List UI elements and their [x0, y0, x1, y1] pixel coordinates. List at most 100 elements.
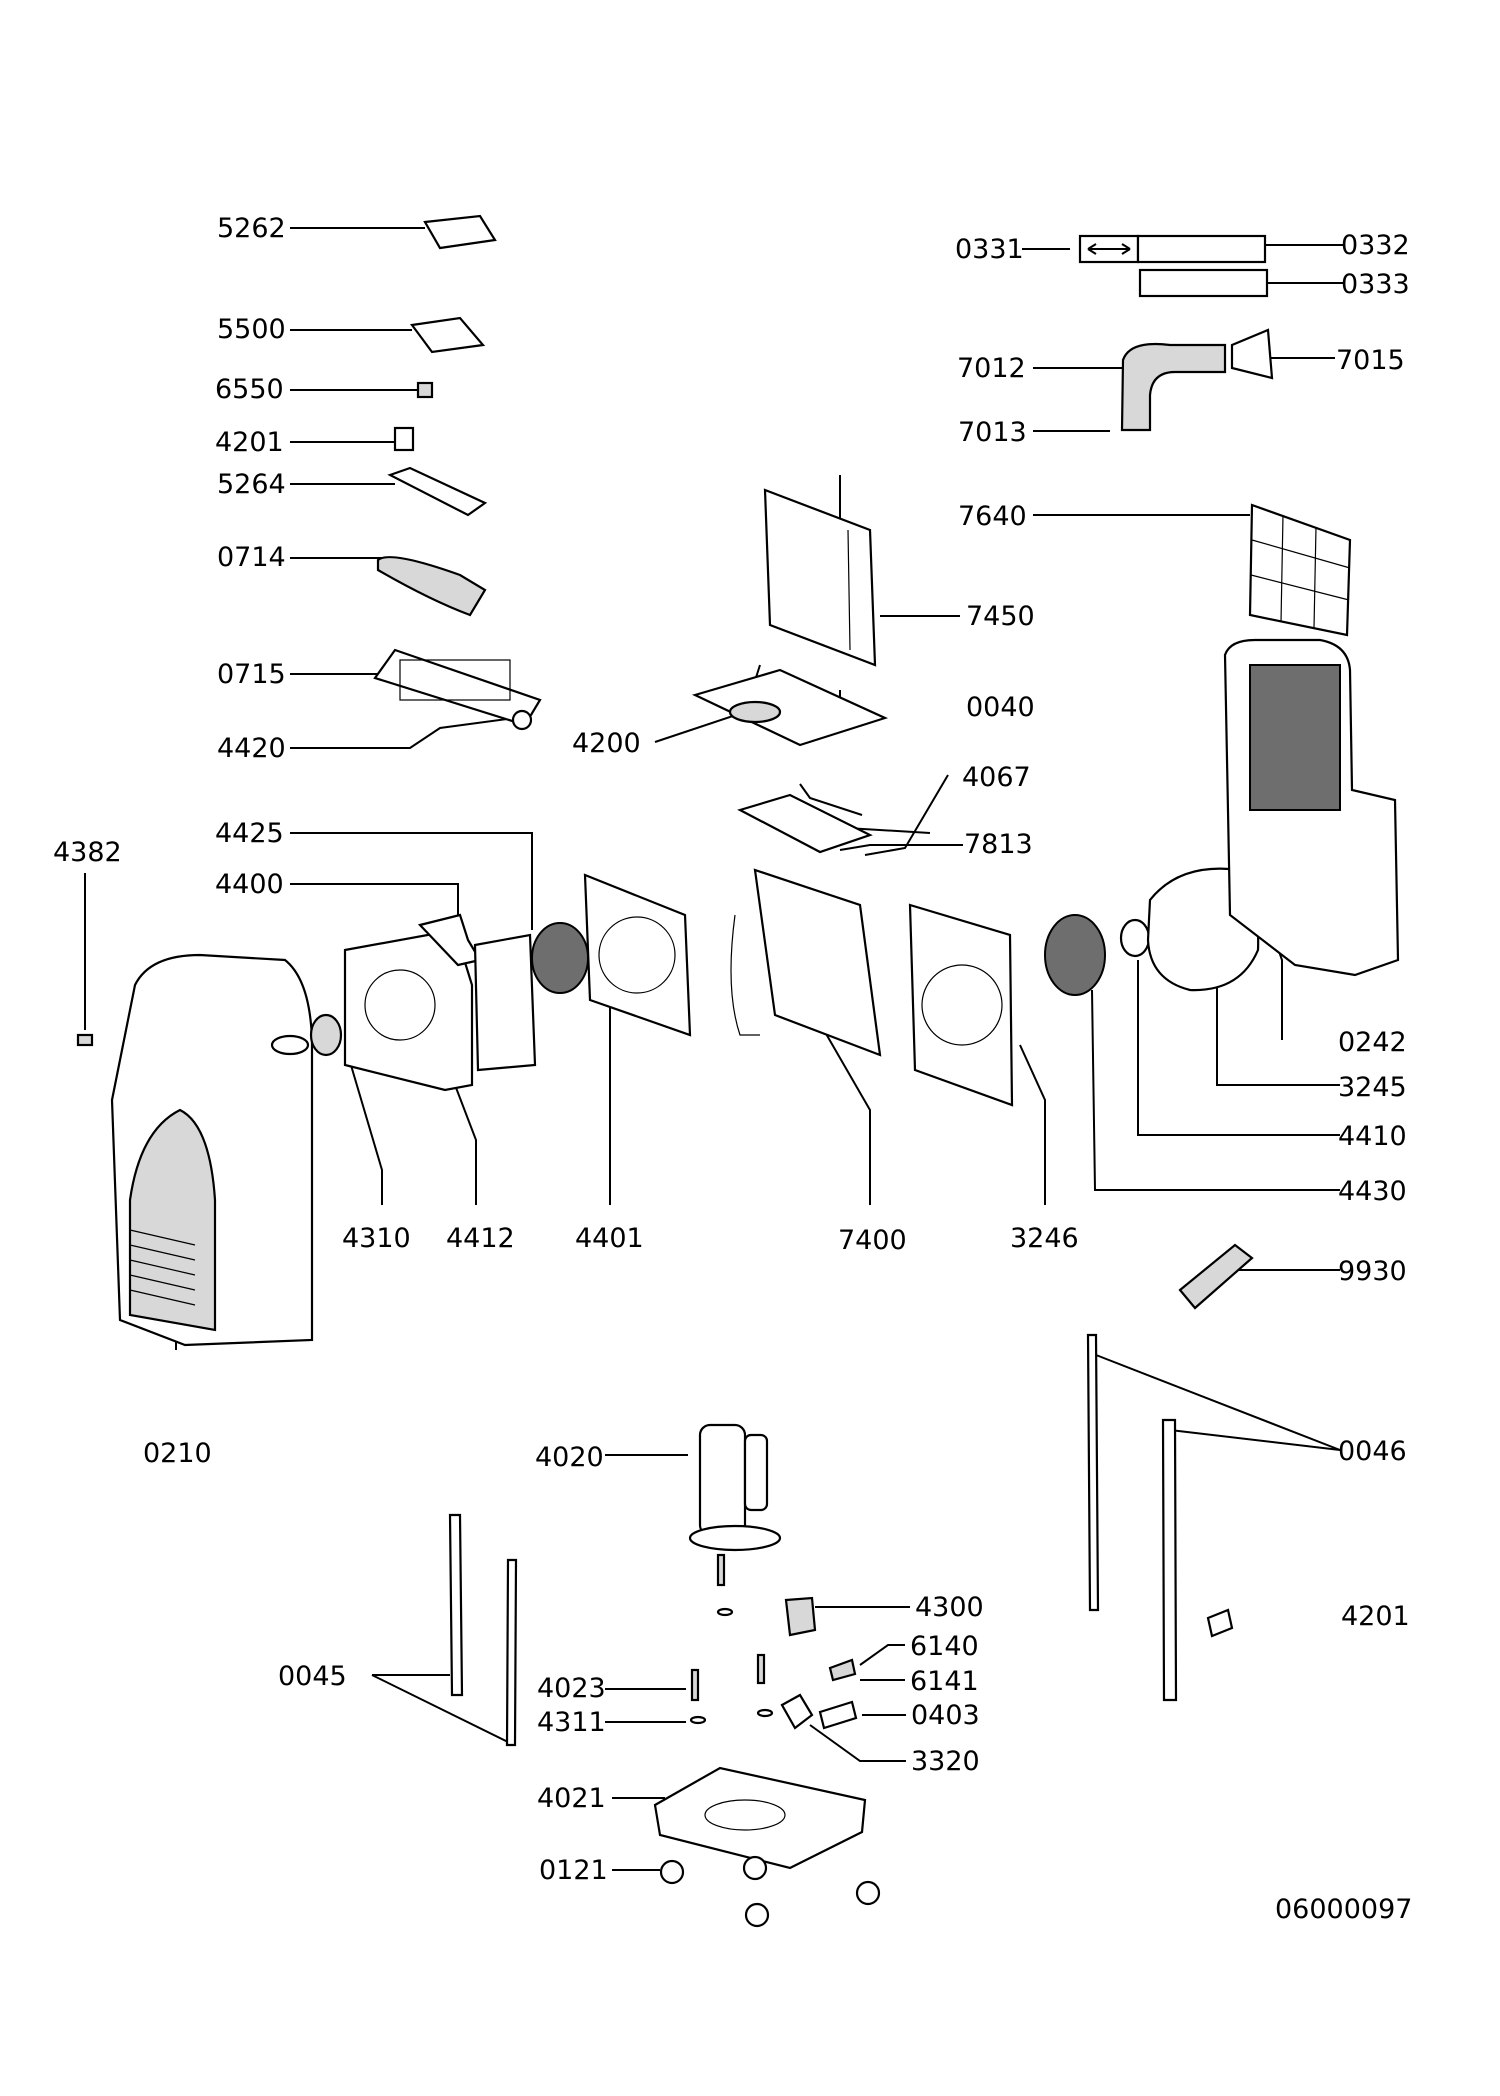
label-6140: 6140 — [910, 1631, 979, 1662]
label-7813: 7813 — [964, 829, 1033, 860]
part-7640-filter — [1248, 503, 1352, 637]
part-0714-cover — [376, 556, 487, 617]
label-4400: 4400 — [215, 869, 284, 900]
part-4425-impeller — [531, 922, 589, 994]
part-4023-pin — [716, 1553, 726, 1587]
part-4310-motor — [309, 1013, 343, 1057]
label-4067: 4067 — [962, 762, 1031, 793]
part-6550-clip — [416, 381, 434, 399]
part-0715-tray — [373, 648, 542, 727]
part-7400-evaporator — [753, 868, 882, 1057]
label-6141: 6141 — [910, 1666, 979, 1697]
part-0045-rail-left — [448, 1513, 464, 1697]
label-0403: 0403 — [911, 1700, 980, 1731]
label-4382: 4382 — [53, 837, 122, 868]
part-4412-cross-opening — [364, 969, 436, 1041]
label-7013: 7013 — [958, 417, 1027, 448]
part-0331-arrow — [1087, 243, 1131, 255]
drawing-number: 06000097 — [1275, 1894, 1412, 1925]
part-4425-impeller-box — [473, 933, 537, 1072]
part-0715-detail — [399, 659, 511, 701]
label-0045: 0045 — [278, 1661, 347, 1692]
label-4410: 4410 — [1338, 1121, 1407, 1152]
label-7012: 7012 — [957, 353, 1026, 384]
part-4311-washer — [689, 1715, 707, 1725]
part-0121-caster-4 — [855, 1880, 881, 1906]
label-7015: 7015 — [1336, 345, 1405, 376]
label-4020: 4020 — [535, 1442, 604, 1473]
label-7450: 7450 — [966, 601, 1035, 632]
part-7640-filter-grid — [1250, 514, 1351, 629]
part-4401-plate — [583, 873, 692, 1037]
part-4382-clip — [76, 1033, 94, 1047]
label-3320: 3320 — [911, 1746, 980, 1777]
label-4430: 4430 — [1338, 1176, 1407, 1207]
part-4410-motor — [1119, 918, 1151, 958]
part-4430-fan-wheel — [1044, 914, 1106, 996]
label-4311: 4311 — [537, 1707, 606, 1738]
label-4300: 4300 — [915, 1592, 984, 1623]
label-0040: 0040 — [966, 692, 1035, 723]
label-3246: 3246 — [1010, 1223, 1079, 1254]
part-4420-motor — [511, 709, 533, 731]
label-0121: 0121 — [539, 1855, 608, 1886]
part-4021-base-pan — [653, 1766, 867, 1870]
part-washer — [716, 1607, 734, 1617]
part-7450-coils — [847, 529, 851, 651]
part-4021-recess — [704, 1799, 786, 1831]
label-5262: 5262 — [217, 213, 286, 244]
part-4023-pin-b — [690, 1668, 700, 1702]
part-4311-washer-b — [756, 1708, 774, 1718]
label-0333: 0333 — [1341, 269, 1410, 300]
label-5264: 5264 — [217, 469, 286, 500]
part-0242-mesh — [1249, 664, 1341, 811]
part-labels: 5262 5500 6550 4201 5264 0714 0715 4420 … — [53, 213, 1412, 1925]
part-4020-base — [688, 1524, 782, 1552]
part-7400-pipe-loop — [730, 914, 760, 1036]
part-0046-rail-left — [1086, 1333, 1100, 1612]
part-4200-sensor — [728, 700, 782, 724]
label-4201-bottom: 4201 — [1341, 1601, 1410, 1632]
label-4425: 4425 — [215, 818, 284, 849]
part-0403-terminal — [818, 1700, 858, 1730]
label-4420: 4420 — [217, 733, 286, 764]
part-0332-window-slider — [1136, 234, 1267, 264]
label-0242: 0242 — [1338, 1027, 1407, 1058]
part-0210-grille — [129, 1229, 196, 1306]
part-4020-compressor — [698, 1423, 747, 1537]
label-4401: 4401 — [575, 1223, 644, 1254]
label-4021: 4021 — [537, 1783, 606, 1814]
label-4310: 4310 — [342, 1223, 411, 1254]
label-4412: 4412 — [446, 1223, 515, 1254]
label-9930: 9930 — [1338, 1256, 1407, 1287]
part-0333-window-slider — [1138, 268, 1269, 298]
part-7012-hose — [1120, 342, 1227, 432]
label-0715: 0715 — [217, 659, 286, 690]
part-9930-remote — [1178, 1243, 1254, 1310]
label-0714: 0714 — [217, 542, 286, 573]
part-0121-caster-3 — [744, 1902, 770, 1928]
label-7400: 7400 — [838, 1225, 907, 1256]
label-4201-top: 4201 — [215, 427, 284, 458]
part-3246-opening — [921, 964, 1003, 1046]
part-0121-caster-1 — [659, 1859, 685, 1885]
part-3246-fan-shroud — [908, 903, 1014, 1107]
label-0046: 0046 — [1338, 1436, 1407, 1467]
part-4020-accumulator — [743, 1433, 769, 1512]
part-0040-drip-tray — [691, 668, 889, 747]
label-0332: 0332 — [1341, 230, 1410, 261]
part-7015-nozzle — [1230, 328, 1274, 380]
part-5264-pcb — [387, 466, 488, 517]
part-5500-bracket — [410, 316, 486, 354]
part-5262-bracket — [423, 214, 497, 250]
part-0045-rail-right — [505, 1558, 518, 1747]
part-4023-pin-c — [756, 1653, 766, 1685]
label-5500: 5500 — [217, 314, 286, 345]
label-4200: 4200 — [572, 728, 641, 759]
label-0331: 0331 — [955, 234, 1024, 265]
part-3320-overload — [780, 1693, 814, 1730]
part-0121-caster-2 — [742, 1855, 768, 1881]
part-0046-rail-right — [1161, 1418, 1178, 1702]
part-4300-capacitor — [784, 1596, 817, 1637]
